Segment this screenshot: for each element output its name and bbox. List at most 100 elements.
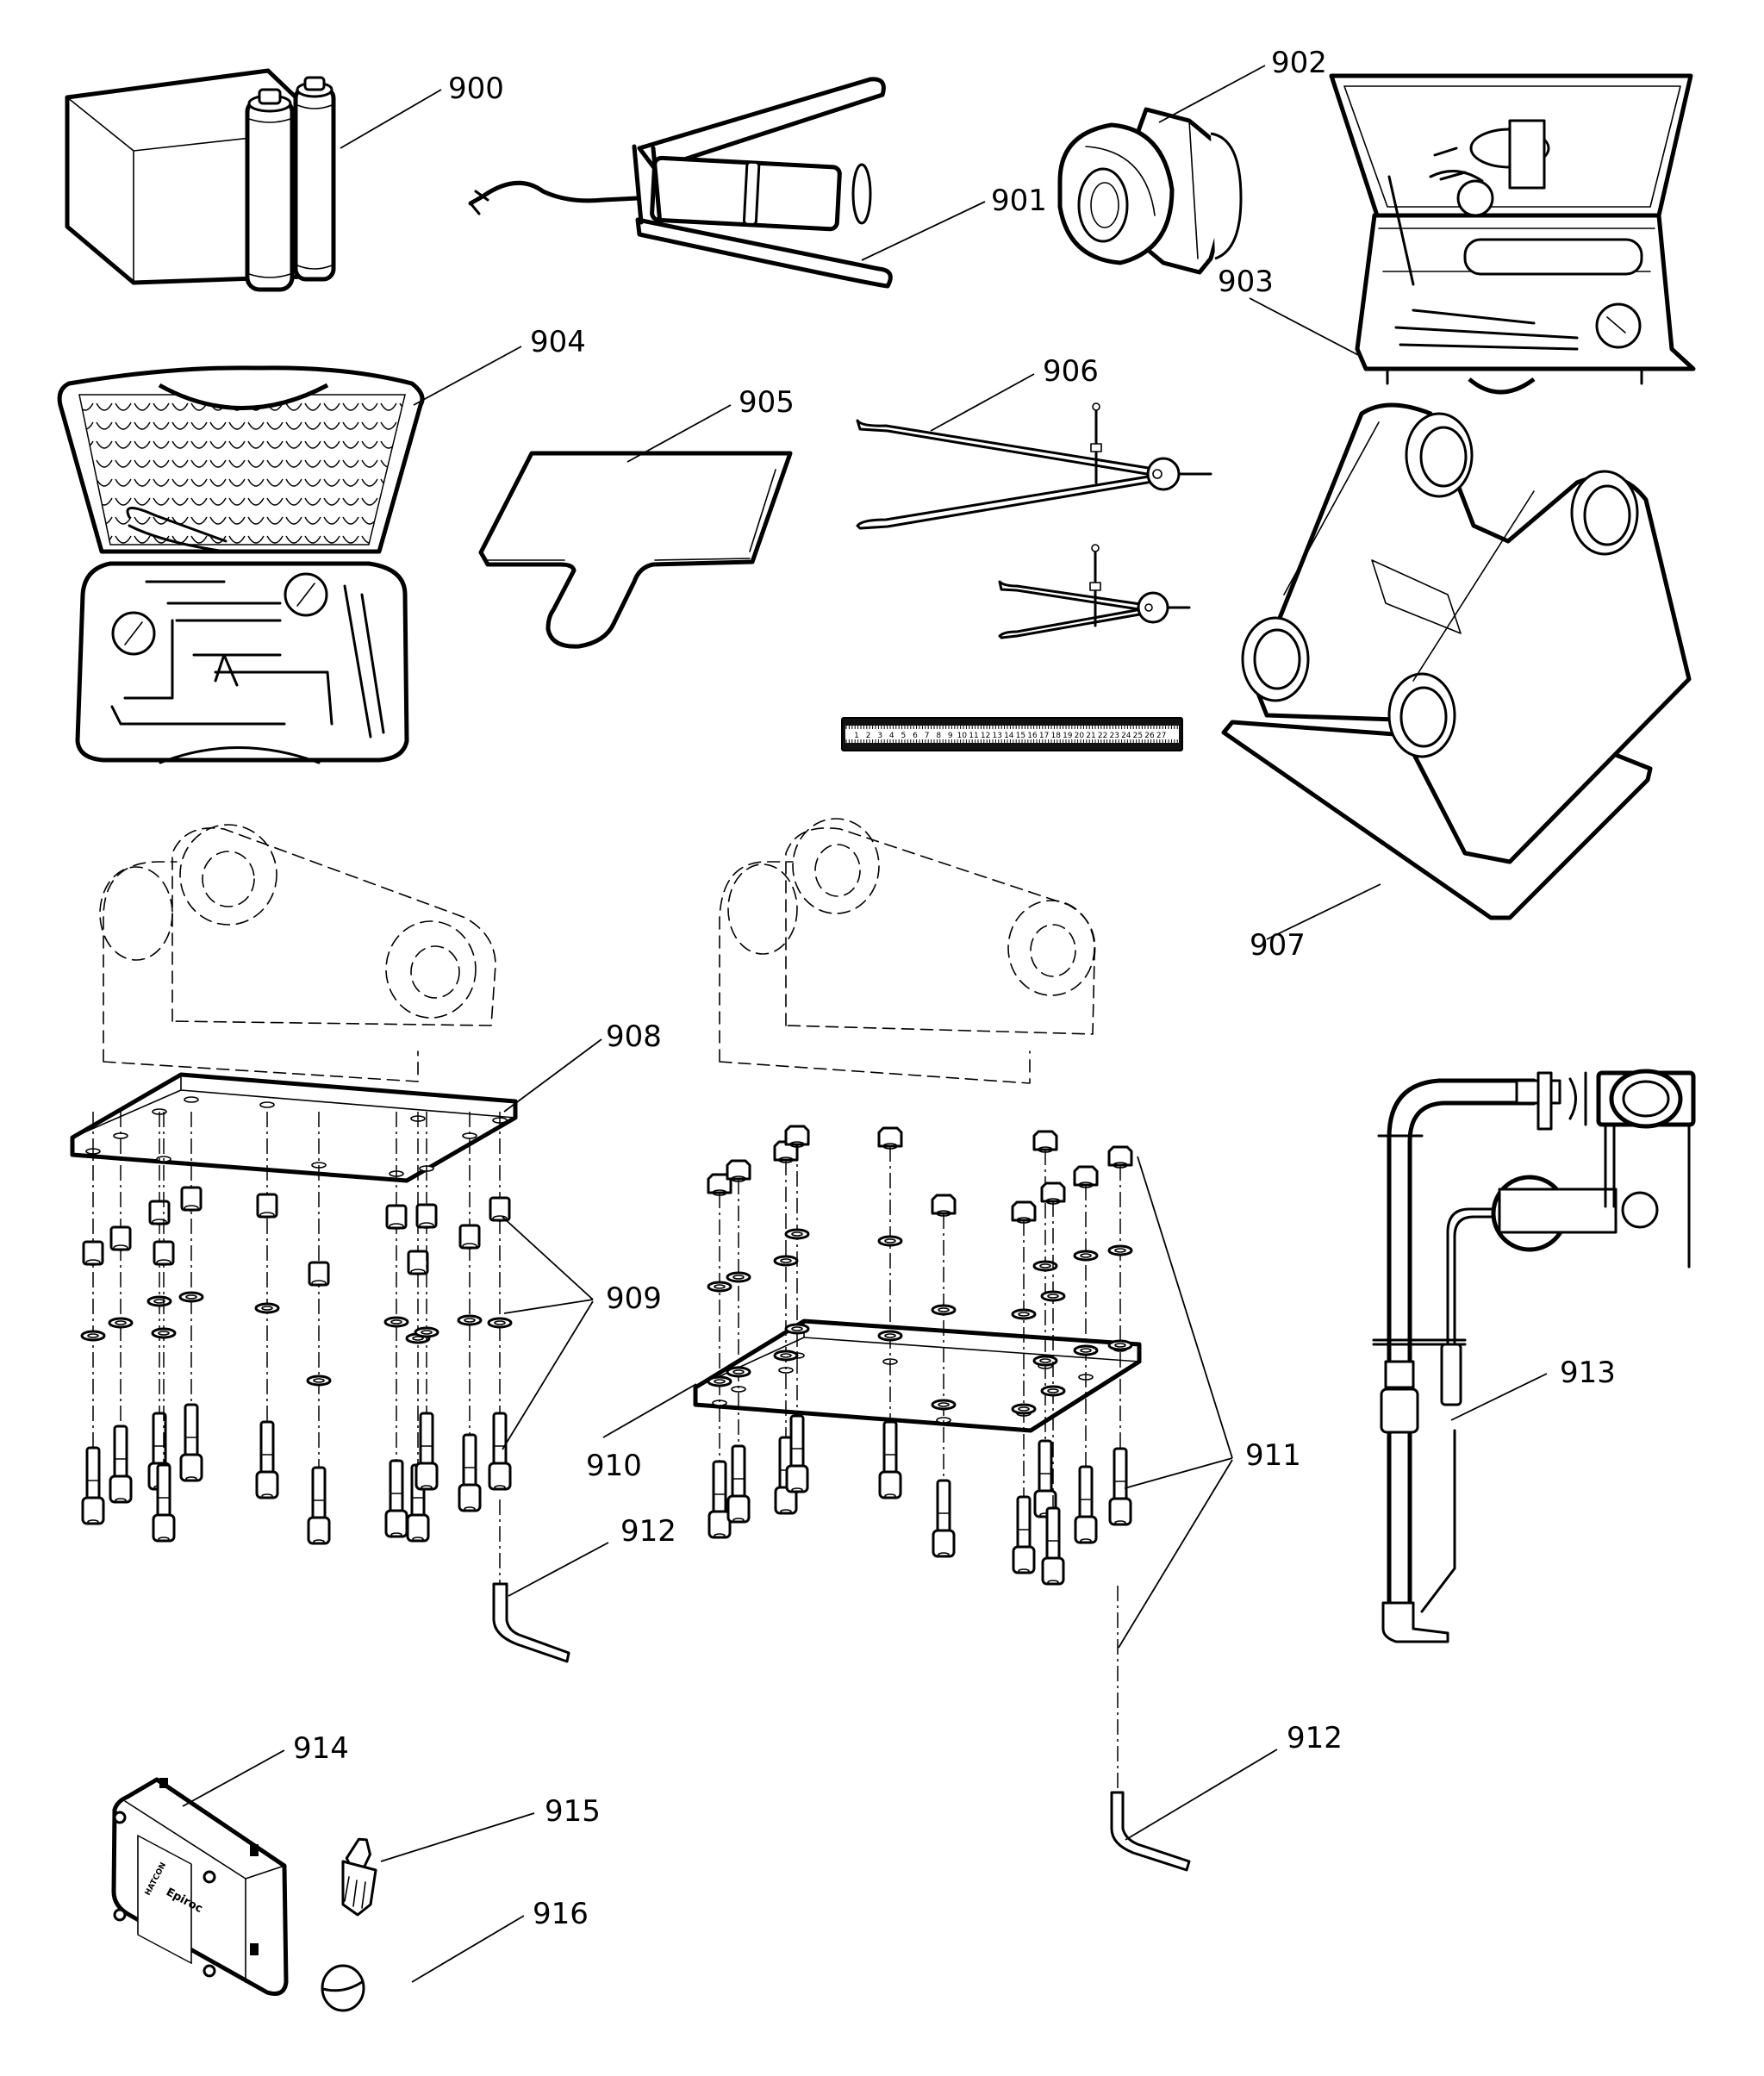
washer xyxy=(487,1317,513,1329)
spacer-sleeve xyxy=(489,1196,511,1222)
ruler-number: 22 xyxy=(1098,732,1107,740)
washer xyxy=(784,1228,810,1240)
part-905-gauge-plate xyxy=(478,451,793,649)
leader-line xyxy=(503,1038,602,1113)
callout-912a: 912 xyxy=(508,1514,676,1597)
part-912-hex-key-b xyxy=(1110,1791,1191,1872)
callout-907: 907 xyxy=(1250,883,1381,963)
washer xyxy=(877,1235,903,1247)
callout-905: 905 xyxy=(626,385,795,463)
ruler-number: 2 xyxy=(866,732,871,740)
washer xyxy=(457,1314,483,1326)
leader-line xyxy=(602,1383,697,1438)
part-908-plate-group xyxy=(70,824,518,1584)
cap-screw-shank xyxy=(184,1403,199,1458)
callout-label: 912 xyxy=(620,1514,676,1549)
callout-902: 902 xyxy=(1158,46,1327,123)
part-913-gauge-line xyxy=(1372,1069,1696,1643)
ruler-number: 1 xyxy=(854,732,859,740)
washer xyxy=(931,1399,957,1411)
washer xyxy=(146,1295,172,1307)
hex-nut xyxy=(877,1126,903,1148)
callout-label: 906 xyxy=(1043,354,1099,389)
callout-903: 903 xyxy=(1218,265,1362,358)
cap-screw-shank xyxy=(85,1446,101,1501)
washer xyxy=(773,1350,799,1362)
washer xyxy=(1040,1385,1066,1397)
ruler-number: 26 xyxy=(1144,732,1155,740)
washer xyxy=(1032,1355,1058,1367)
callout-909: 909 xyxy=(502,1216,662,1450)
leader-line xyxy=(861,201,986,261)
cap-screw-shank xyxy=(462,1433,477,1488)
cap-screw-shank xyxy=(1038,1439,1053,1494)
washer xyxy=(383,1316,409,1328)
ruler-number: 13 xyxy=(992,732,1001,740)
washer xyxy=(1107,1244,1133,1256)
leader-line xyxy=(626,404,732,463)
hex-nut xyxy=(1073,1165,1099,1187)
ruler-number: 25 xyxy=(1133,732,1143,740)
callout-label: 902 xyxy=(1271,46,1327,80)
hex-nut xyxy=(1040,1181,1066,1203)
spacer-sleeve xyxy=(109,1225,132,1251)
spacer-sleeve xyxy=(180,1186,203,1212)
hex-nut xyxy=(931,1194,957,1215)
cap-screw-shank xyxy=(492,1412,508,1467)
washer xyxy=(108,1317,134,1329)
washer xyxy=(726,1271,751,1283)
leader-line xyxy=(1450,1373,1548,1421)
cap-screw-shank xyxy=(113,1425,128,1480)
bolt-hole xyxy=(259,1101,275,1108)
ruler-number: 15 xyxy=(1016,732,1025,740)
callout-912b: 912 xyxy=(1125,1721,1343,1841)
ruler-number: 9 xyxy=(948,732,953,740)
cap-screw-shank xyxy=(1078,1465,1094,1520)
leader-line xyxy=(1158,65,1266,123)
cap-screw-shank xyxy=(156,1463,171,1518)
ruler-number: 16 xyxy=(1027,732,1038,740)
washer xyxy=(1011,1403,1037,1415)
washer xyxy=(80,1330,106,1342)
washer xyxy=(707,1375,732,1387)
ruler-number: 10 xyxy=(957,732,968,740)
leader-line xyxy=(1118,1459,1233,1649)
cap-screw-shank xyxy=(389,1459,404,1514)
spacer-sleeve xyxy=(256,1193,278,1219)
washer xyxy=(178,1291,204,1303)
spacer-sleeve xyxy=(82,1240,104,1266)
callout-915: 915 xyxy=(380,1794,601,1862)
callout-900: 900 xyxy=(340,72,504,149)
leader-line xyxy=(1124,1457,1233,1489)
cap-screw-shank xyxy=(311,1466,327,1521)
part-910-plate-group xyxy=(693,818,1142,1792)
callout-910: 910 xyxy=(586,1383,697,1483)
part-904-plastic-tool-case xyxy=(57,365,425,764)
washer xyxy=(1073,1344,1099,1356)
ruler-number: 24 xyxy=(1121,732,1131,740)
callout-908: 908 xyxy=(503,1019,662,1113)
washer xyxy=(1107,1339,1133,1351)
callout-label: 903 xyxy=(1218,265,1274,299)
hex-nut xyxy=(1032,1130,1058,1151)
spacer-sleeve xyxy=(153,1240,175,1266)
washer xyxy=(707,1281,732,1293)
ruler-number: 8 xyxy=(936,732,941,740)
washer xyxy=(414,1326,439,1338)
callout-label: 916 xyxy=(533,1897,589,1931)
callout-904: 904 xyxy=(413,325,586,406)
ruler-number: 4 xyxy=(889,732,894,740)
hex-nut xyxy=(726,1159,751,1181)
ruler-number: 3 xyxy=(877,732,882,740)
washer xyxy=(726,1366,751,1378)
ruler-number: 21 xyxy=(1086,732,1095,740)
ruler-number: 20 xyxy=(1075,732,1085,740)
cap-screw-shank xyxy=(1113,1447,1128,1502)
callout-906: 906 xyxy=(930,354,1099,432)
hex-nut xyxy=(1107,1145,1133,1167)
cap-screw-shank xyxy=(712,1460,727,1515)
callout-901: 901 xyxy=(861,184,1047,261)
bolt-hole xyxy=(184,1096,199,1103)
